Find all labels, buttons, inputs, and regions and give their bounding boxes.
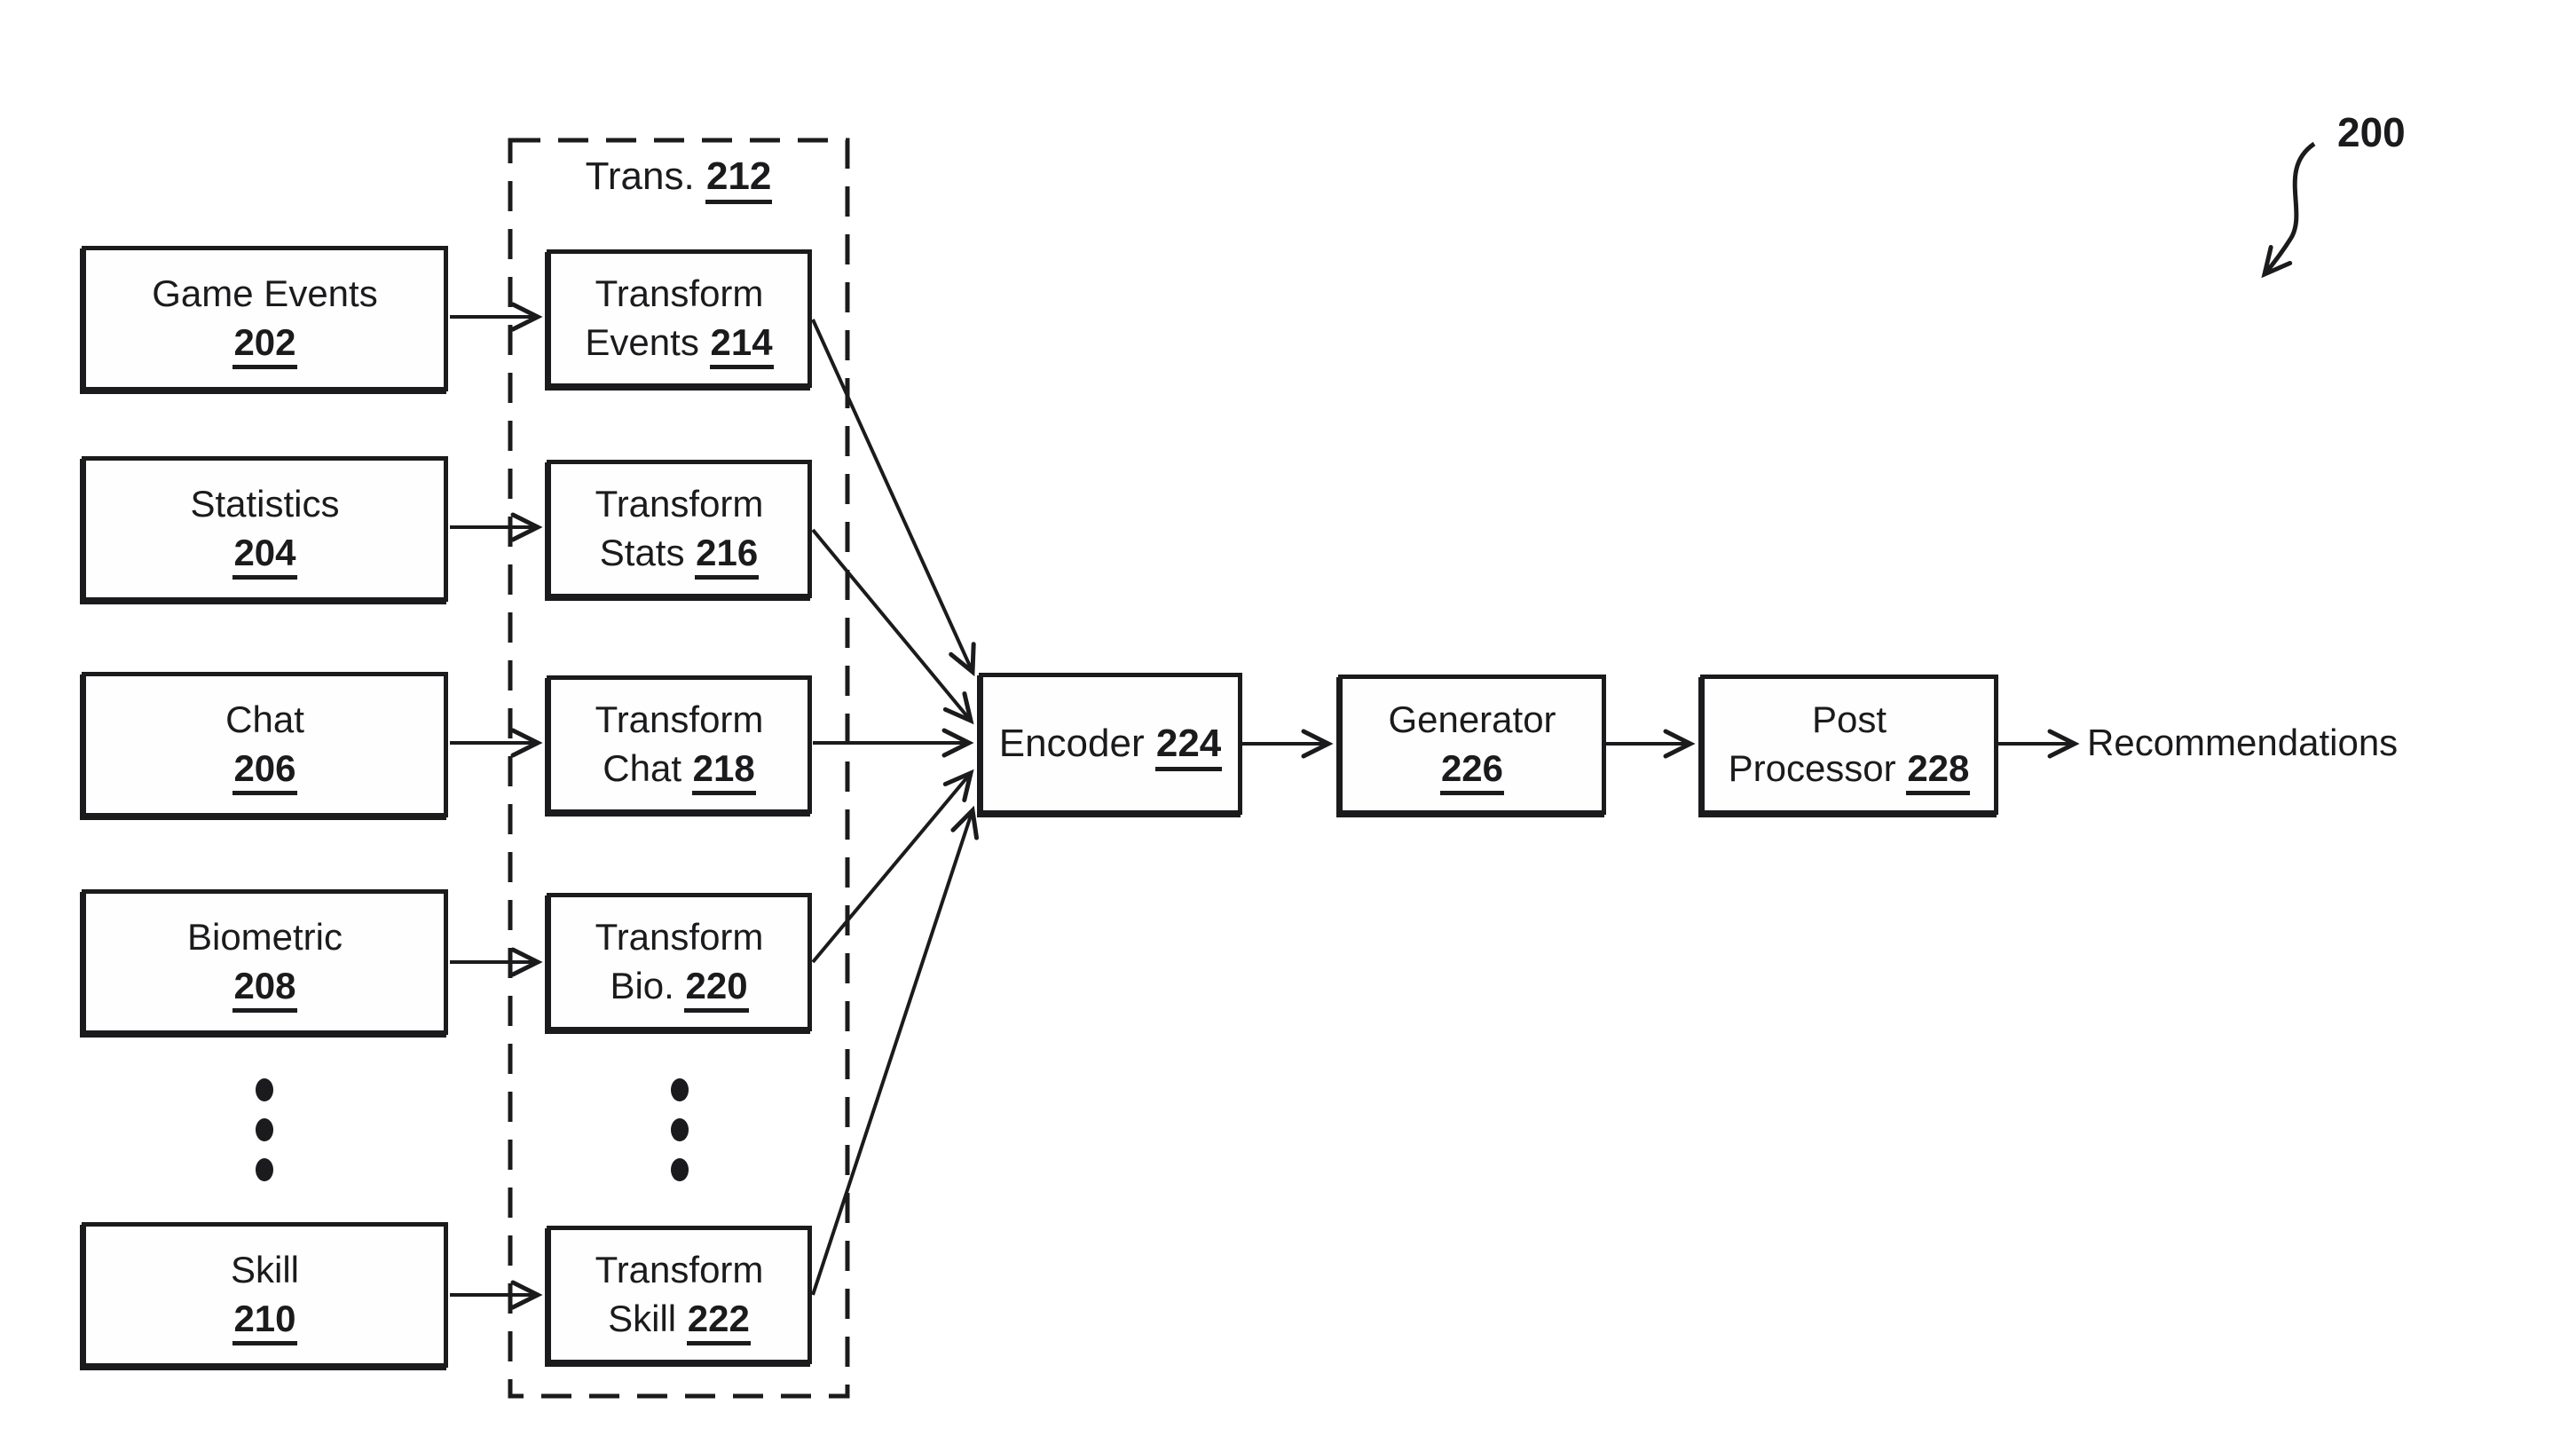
transform-group-label: Trans. 212 bbox=[510, 154, 847, 204]
node-title: Transform bbox=[595, 698, 764, 741]
node-ref: 214 bbox=[709, 321, 774, 369]
node-title: Chat bbox=[225, 698, 304, 741]
arrow-transform-bio-to-encoder bbox=[811, 769, 974, 964]
node-title: Encoder bbox=[998, 722, 1145, 766]
node-title2: Bio. bbox=[610, 965, 674, 1006]
node-ref: 202 bbox=[232, 321, 297, 369]
node-game-events: Game Events 202 bbox=[82, 246, 448, 391]
node-generator: Generator 226 bbox=[1338, 675, 1606, 815]
node-ref: 210 bbox=[232, 1298, 297, 1345]
node-post-processor: Post Processor 228 bbox=[1700, 675, 1998, 815]
node-transform-events: Transform Events 214 bbox=[547, 249, 812, 388]
node-ref: 228 bbox=[1906, 747, 1971, 795]
node-title: Statistics bbox=[190, 483, 340, 525]
node-title2: Chat bbox=[603, 747, 681, 789]
node-ref: 206 bbox=[232, 747, 297, 795]
transform-group-ref: 212 bbox=[705, 154, 773, 204]
node-title: Generator bbox=[1388, 698, 1556, 741]
node-title2: Processor bbox=[1728, 747, 1896, 789]
node-title: Post bbox=[1811, 698, 1887, 741]
recommendations-output-label: Recommendations bbox=[2087, 722, 2399, 763]
node-ref: 218 bbox=[691, 747, 756, 795]
node-transform-bio: Transform Bio. 220 bbox=[547, 893, 812, 1031]
ellipsis-source-column bbox=[256, 1078, 273, 1181]
node-title: Skill bbox=[230, 1249, 299, 1291]
node-transform-chat: Transform Chat 218 bbox=[547, 675, 812, 814]
node-ref: 222 bbox=[686, 1298, 751, 1345]
node-ref: 220 bbox=[684, 965, 749, 1013]
arrow-transform-skill-to-encoder bbox=[811, 805, 980, 1296]
node-title: Transform bbox=[595, 1249, 764, 1291]
node-encoder: Encoder 224 bbox=[979, 673, 1242, 815]
figure-reference-squiggle-arrow bbox=[2261, 141, 2316, 279]
node-title2: Skill bbox=[608, 1298, 677, 1339]
node-title2: Events bbox=[585, 321, 699, 363]
node-title2: Stats bbox=[599, 532, 685, 573]
node-ref: 204 bbox=[232, 532, 297, 580]
node-skill: Skill 210 bbox=[82, 1222, 448, 1368]
transform-group-title: Trans. bbox=[585, 154, 695, 198]
node-ref: 226 bbox=[1439, 747, 1505, 795]
node-chat: Chat 206 bbox=[82, 672, 448, 817]
arrow-transform-events-to-encoder bbox=[811, 319, 976, 677]
arrow-transform-stats-to-encoder bbox=[811, 528, 974, 725]
node-statistics: Statistics 204 bbox=[82, 456, 448, 602]
ellipsis-transform-column bbox=[671, 1078, 689, 1181]
node-ref: 224 bbox=[1154, 722, 1223, 772]
figure-reference-number: 200 bbox=[2337, 109, 2406, 155]
dashed-transform-container bbox=[508, 138, 850, 1399]
node-ref: 216 bbox=[695, 532, 760, 580]
node-title: Game Events bbox=[152, 272, 378, 315]
node-title: Biometric bbox=[186, 916, 343, 959]
node-transform-skill: Transform Skill 222 bbox=[547, 1226, 812, 1364]
node-biometric: Biometric 208 bbox=[82, 889, 448, 1035]
node-title: Transform bbox=[595, 916, 764, 959]
node-title: Transform bbox=[595, 272, 764, 315]
node-title: Transform bbox=[595, 483, 764, 525]
node-ref: 208 bbox=[232, 965, 297, 1013]
node-transform-stats: Transform Stats 216 bbox=[547, 460, 812, 598]
